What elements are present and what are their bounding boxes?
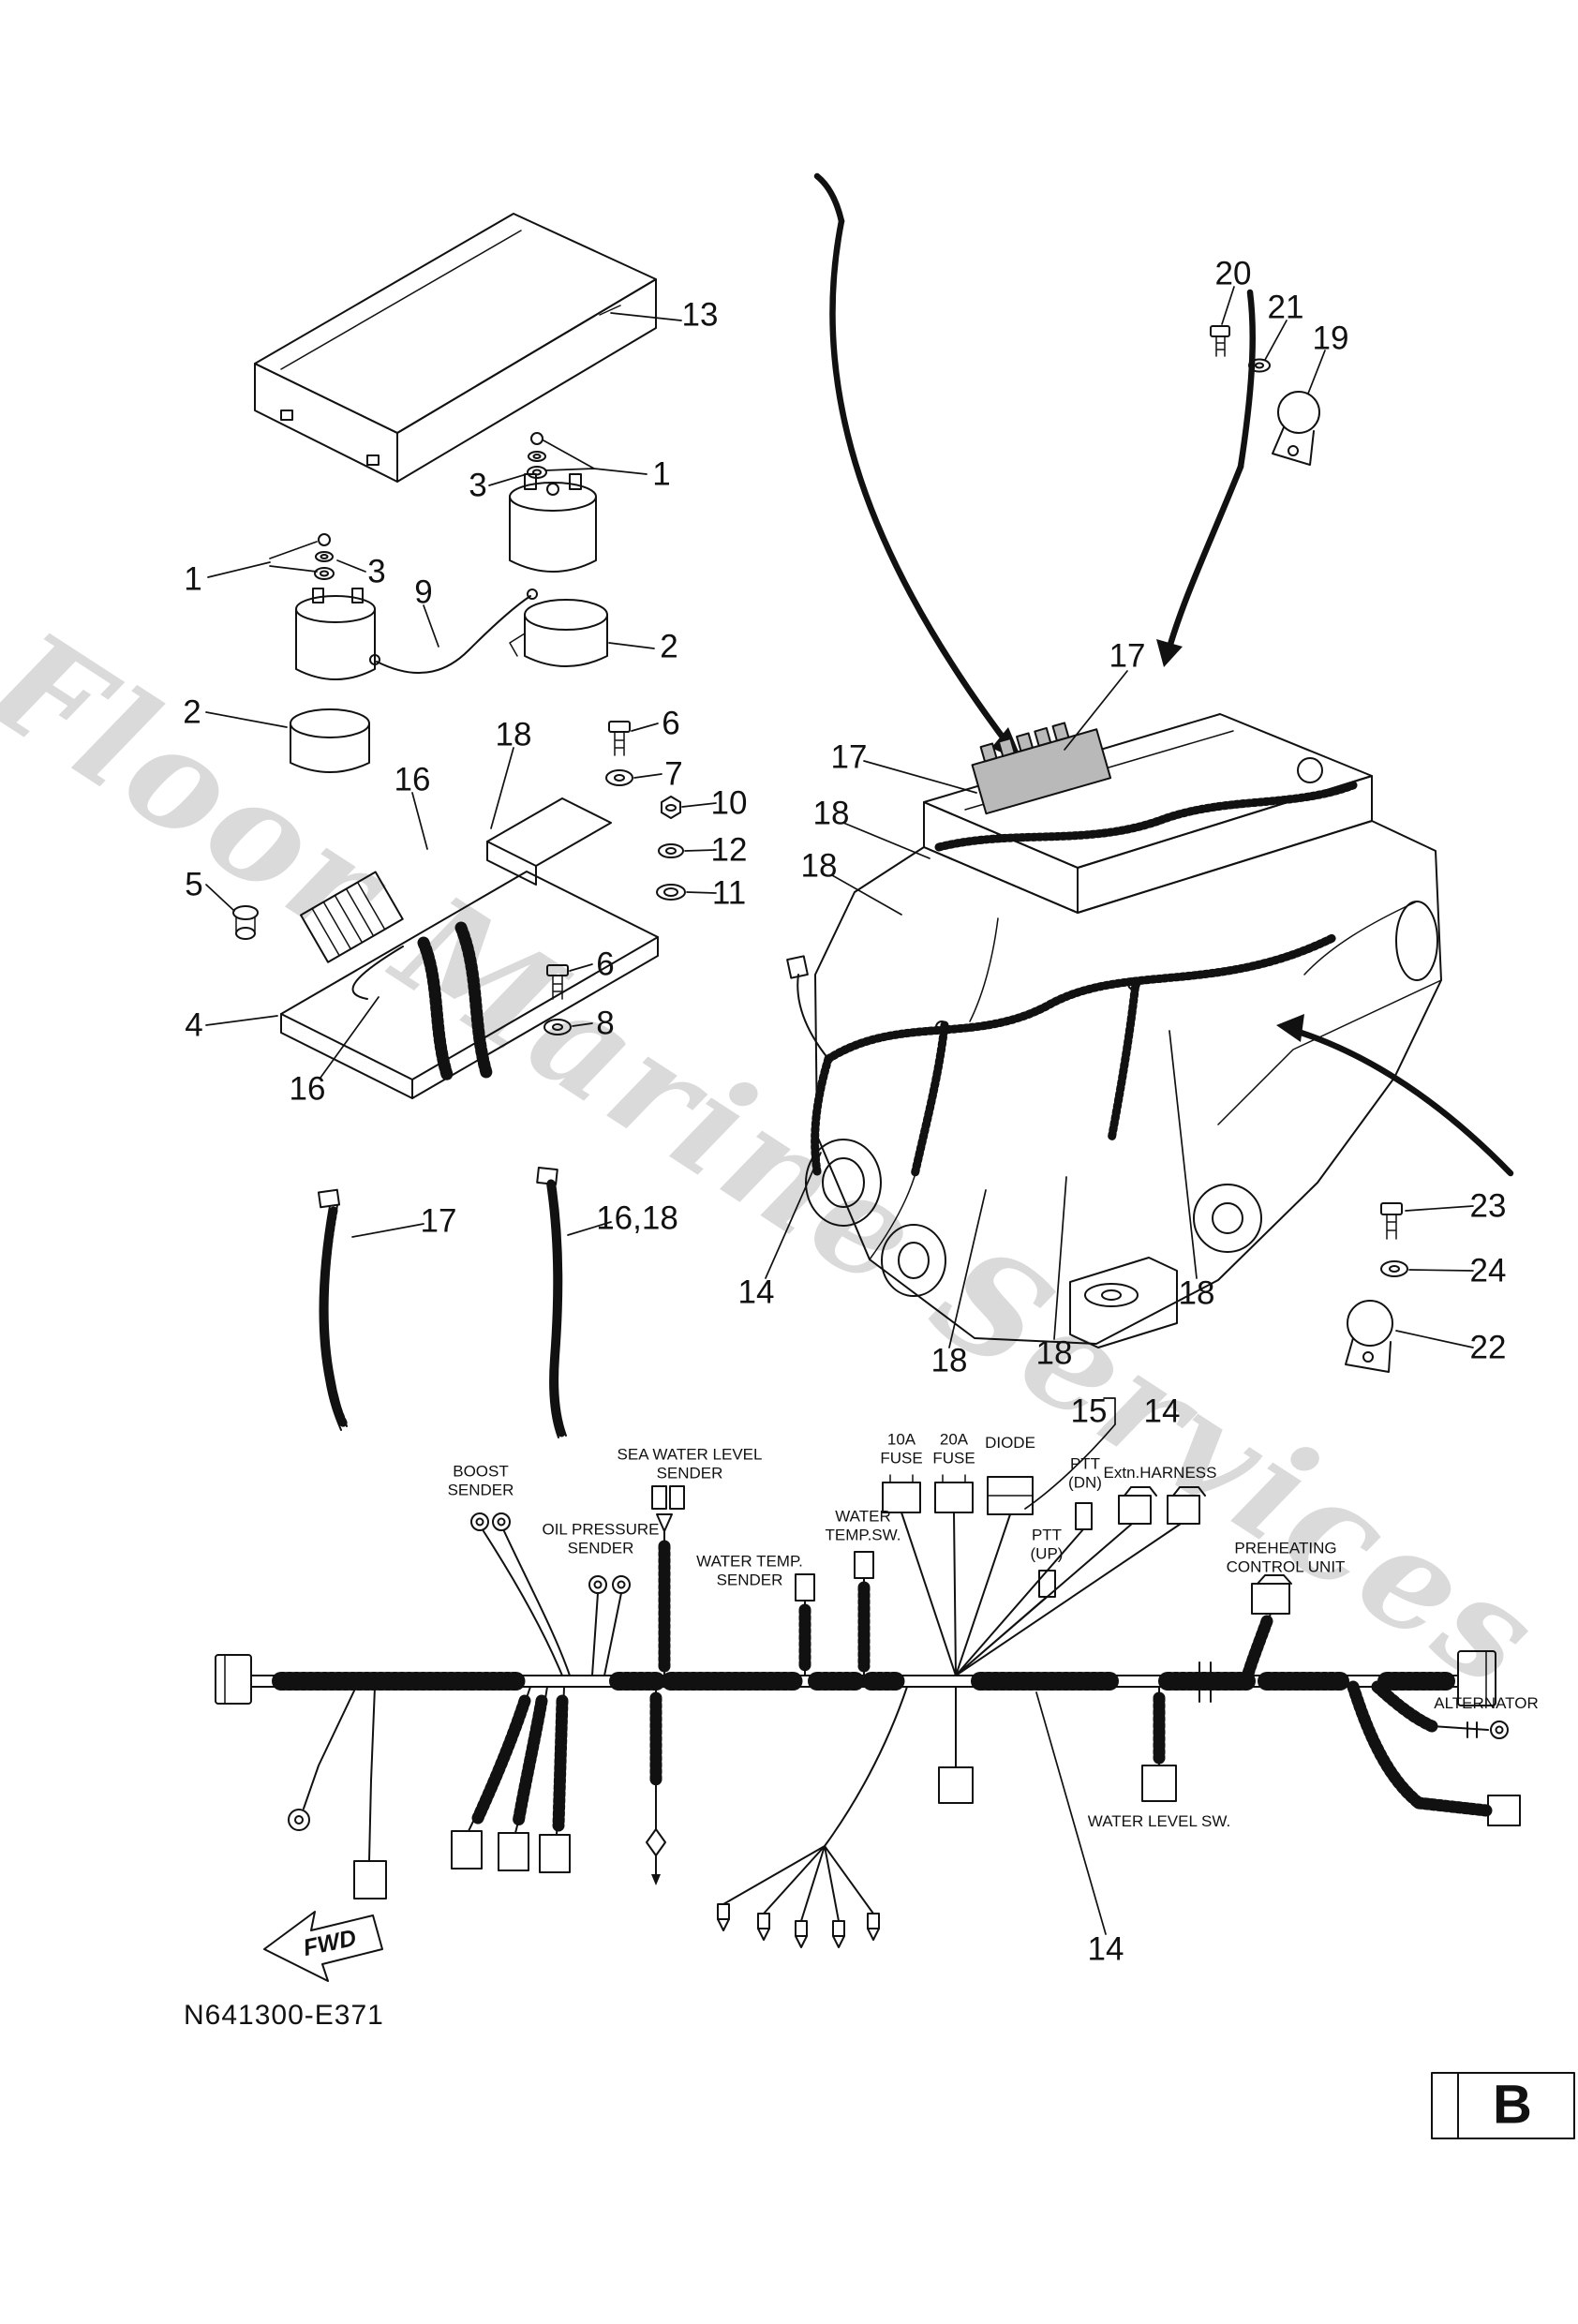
pointer-arrows (813, 172, 1514, 1177)
callout-16-18-tie: 16,18 (596, 1199, 678, 1237)
drawing-number: N641300-E371 (184, 2000, 384, 2031)
clamp-top-drawing (1210, 325, 1320, 466)
callout-13: 13 (681, 296, 719, 334)
cable-tie-icons (317, 1166, 567, 1439)
label-water-temp-sw: WATER TEMP.SW. (825, 1507, 901, 1543)
label-10a-fuse: 10A FUSE (880, 1430, 923, 1467)
relay-assembly-drawing (290, 432, 608, 773)
hardware-icons (543, 721, 686, 1035)
label-20a-fuse: 20A FUSE (932, 1430, 975, 1467)
callout-6-lower: 6 (596, 946, 615, 983)
callout-8: 8 (596, 1005, 615, 1042)
callout-22: 22 (1469, 1329, 1507, 1366)
label-ptt-dn: PTT (DN) (1068, 1454, 1102, 1491)
section-letter-box (1431, 2072, 1575, 2139)
label-water-temp-sender: WATER TEMP. SENDER (696, 1552, 803, 1588)
callout-18-engine-c: 18 (930, 1342, 968, 1379)
callout-6-upper: 6 (662, 705, 680, 742)
label-diode: DIODE (985, 1434, 1035, 1452)
mount-plate-drawing (232, 797, 659, 1099)
callout-21: 21 (1267, 289, 1304, 326)
callout-2-left: 2 (183, 693, 201, 731)
callout-11: 11 (711, 874, 747, 912)
label-extn-harness: Extn.HARNESS (1103, 1464, 1217, 1482)
callout-1-upper: 1 (652, 455, 671, 493)
callout-17-tie: 17 (420, 1202, 457, 1240)
clamp-bottom-drawing (1345, 1202, 1408, 1373)
callout-17-engine-left: 17 (830, 738, 868, 776)
callout-12: 12 (710, 831, 748, 869)
callout-14-engine: 14 (737, 1274, 775, 1311)
callout-18-plate: 18 (495, 716, 532, 753)
label-oil-pressure-sender: OIL PRESSURE SENDER (542, 1520, 660, 1557)
fwd-arrow-icon (263, 1911, 383, 1982)
label-ptt-up: PTT (UP) (1030, 1526, 1064, 1562)
callout-17-fusebox: 17 (1109, 637, 1146, 675)
label-preheating-control-unit: PREHEATING CONTROL UNIT (1226, 1539, 1346, 1575)
callout-16-lower: 16 (289, 1070, 326, 1108)
callout-20: 20 (1214, 255, 1252, 292)
callout-5: 5 (185, 866, 203, 903)
callout-3-upper: 3 (469, 467, 487, 504)
callout-24: 24 (1469, 1252, 1507, 1289)
callout-23: 23 (1469, 1187, 1507, 1225)
callout-2-right: 2 (660, 628, 678, 665)
callout-7: 7 (664, 755, 683, 793)
callout-1-left: 1 (184, 560, 202, 598)
callout-18-engine-a: 18 (812, 795, 850, 832)
callout-18-engine-b: 18 (800, 847, 838, 885)
label-boost-sender: BOOST SENDER (447, 1462, 514, 1498)
callout-3-left: 3 (367, 553, 386, 590)
callout-16-plate: 16 (394, 761, 431, 798)
leader-lines (205, 286, 1474, 1935)
cover-part-13-drawing (254, 213, 657, 483)
callout-14-extn: 14 (1143, 1393, 1181, 1430)
wiring-harness-schematic (215, 1474, 1521, 1948)
engine-drawing (786, 713, 1442, 1348)
callout-10: 10 (710, 784, 748, 822)
callout-14-harness: 14 (1087, 1930, 1124, 1968)
callout-9: 9 (414, 574, 433, 611)
callout-15: 15 (1070, 1393, 1108, 1430)
callout-19: 19 (1312, 320, 1349, 357)
label-sea-water-level-sender: SEA WATER LEVEL SENDER (617, 1445, 763, 1482)
label-water-level-sw: WATER LEVEL SW. (1087, 1812, 1231, 1831)
label-alternator: ALTERNATOR (1434, 1694, 1539, 1713)
section-letter: B (1493, 2074, 1532, 2136)
callout-18-engine-d: 18 (1035, 1334, 1073, 1372)
callout-4: 4 (185, 1006, 203, 1044)
callout-18-engine-e: 18 (1178, 1274, 1215, 1312)
